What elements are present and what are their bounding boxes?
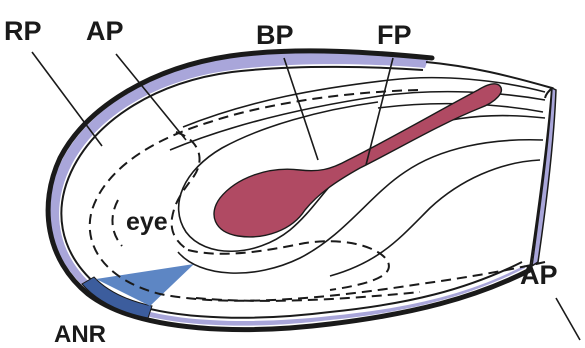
label-rp: RP	[4, 16, 42, 46]
plate-right-edge-lavender	[532, 88, 556, 266]
bp-leader-line	[284, 58, 318, 160]
label-ap-top: AP	[86, 16, 124, 46]
ap-dashed-bottom	[196, 292, 420, 301]
ap-right-leader-line	[556, 298, 580, 340]
basal-plate-loop-lower-2	[330, 160, 540, 276]
label-eye: eye	[126, 208, 168, 236]
rp-leader-line	[32, 52, 102, 146]
ap-dashed-eye-left	[112, 200, 122, 246]
label-bp: BP	[256, 20, 294, 50]
label-ap-right: AP	[520, 260, 558, 290]
label-fp: FP	[377, 20, 412, 50]
label-anr: ANR	[54, 321, 106, 348]
